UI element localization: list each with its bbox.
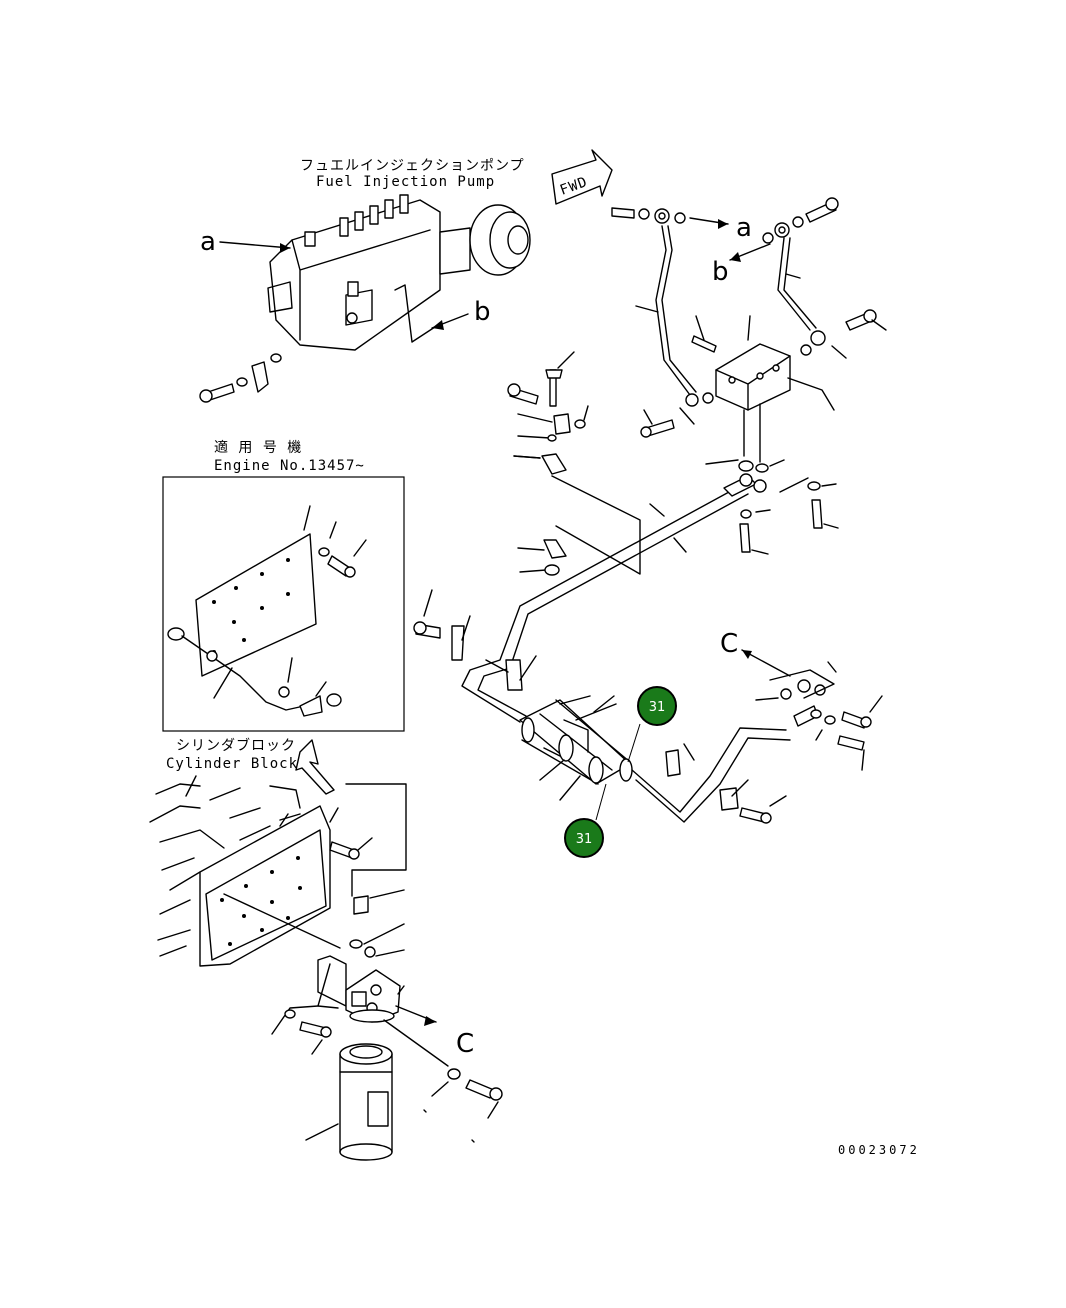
main-fuel-pipe bbox=[413, 473, 839, 723]
callout-31-upper[interactable]: 31 bbox=[627, 686, 677, 763]
cylinder-block: シリンダブロック Cylinder Block bbox=[149, 737, 407, 967]
fuel-injection-pump: フュエルインジェクションポンプ Fuel Injection Pump a b bbox=[199, 158, 531, 403]
fwd-arrow: FWD bbox=[551, 149, 613, 205]
ref-c-upper: C bbox=[720, 629, 738, 659]
cylinder-label-jp: シリンダブロック bbox=[176, 737, 296, 754]
fuel-pump-label-jp: フュエルインジェクションポンプ bbox=[300, 158, 525, 174]
upper-right-assembly: a b bbox=[611, 197, 887, 473]
callout-badge[interactable] bbox=[564, 818, 604, 858]
drawing-code: 00023072 bbox=[838, 1143, 920, 1157]
callout-number: 31 bbox=[649, 700, 666, 715]
callout-number: 31 bbox=[576, 832, 593, 847]
ref-b-hose: b bbox=[712, 257, 729, 287]
ref-a-pump: a bbox=[200, 227, 216, 257]
callout-badge[interactable] bbox=[637, 686, 677, 726]
ref-b-pump: b bbox=[474, 297, 491, 327]
fuel-cooler-tubes: C bbox=[519, 629, 883, 824]
serial-label-jp: 適 用 号 機 bbox=[214, 439, 302, 456]
ref-a-hose: a bbox=[736, 213, 752, 243]
serial-label-en: Engine No.13457~ bbox=[214, 458, 365, 474]
cylinder-label-en: Cylinder Block bbox=[166, 756, 298, 772]
callout-31-lower[interactable]: 31 bbox=[564, 783, 607, 858]
serial-inset: 適 用 号 機 Engine No.13457~ bbox=[162, 439, 405, 732]
middle-brackets bbox=[507, 351, 641, 576]
fuel-pump-label-en: Fuel Injection Pump bbox=[316, 174, 495, 190]
ref-c-lower: C bbox=[456, 1029, 474, 1059]
fuel-filter: C bbox=[271, 889, 503, 1161]
